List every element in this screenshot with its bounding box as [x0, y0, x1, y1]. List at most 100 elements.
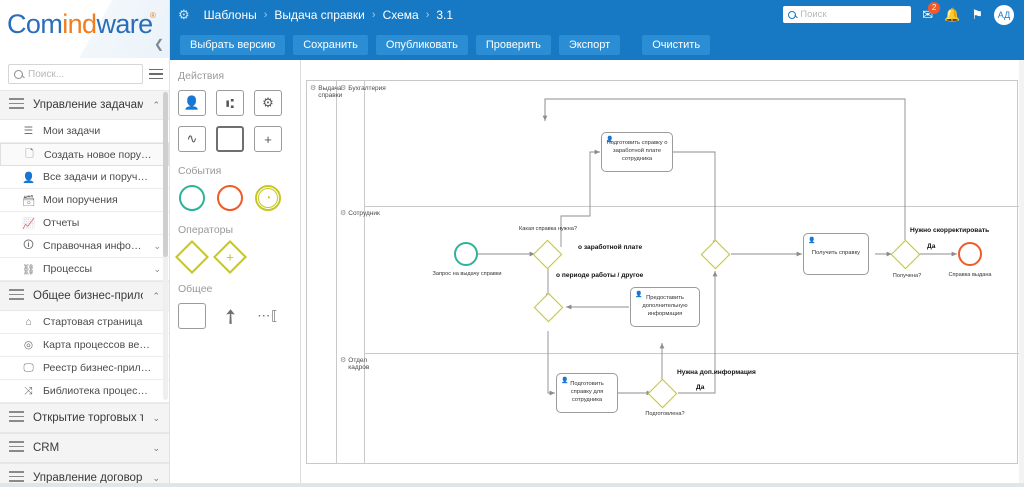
sidebar-group-label: Открытие торговых то... — [33, 412, 143, 424]
task-prepare-salary-certificate[interactable]: 👤 Подготовить справку о заработной плате… — [601, 132, 673, 172]
pool-header[interactable]: ⚙ Выдача справки — [307, 81, 337, 463]
sidebar-item-1-1[interactable]: ◎Карта процессов верхне... — [0, 334, 169, 357]
palette-row-general: ➚ ⋯⟦ — [178, 302, 300, 330]
lane-header-hr[interactable]: ⚙ Отдел кадров — [337, 353, 365, 463]
subprocess-icon[interactable] — [216, 125, 244, 153]
exclusive-gateway-icon[interactable] — [178, 243, 206, 271]
left-sidebar: Comindware ® ❮ Поиск... Управление задач… — [0, 0, 170, 487]
end-event[interactable] — [958, 242, 982, 266]
settings-gear-icon[interactable]: ⚙ — [178, 7, 190, 23]
start-event-icon[interactable] — [178, 184, 206, 212]
sidebar-item-0-0[interactable]: ☰Мои задачи — [0, 120, 169, 143]
sidebar-search-row: Поиск... — [0, 58, 169, 90]
chevron-icon: ⌃ — [152, 291, 160, 302]
flag-icon[interactable]: ⚑ — [971, 8, 983, 21]
breadcrumb-item-3[interactable]: 3.1 — [436, 8, 453, 22]
sidebar-item-1-0[interactable]: ⌂Стартовая страница — [0, 311, 169, 334]
task-receive-certificate[interactable]: 👤 Получить справку — [803, 233, 869, 275]
sidebar-item-label: Библиотека процессов — [43, 385, 153, 397]
breadcrumb-item-2[interactable]: Схема — [383, 8, 419, 22]
sidebar-item-label: Мои задачи — [43, 125, 153, 137]
sidebar-scrollbar-thumb[interactable] — [163, 92, 168, 257]
sidebar-item-0-5[interactable]: 🛈Справочная информа...⌄ — [0, 235, 169, 258]
task-prepare-certificate[interactable]: 👤 Подготовить справку для сотрудника — [556, 373, 618, 413]
sidebar-group-3[interactable]: CRM⌄ — [0, 433, 169, 463]
sidebar-item-1-2[interactable]: 🖵Реестр бизнес-приложе... — [0, 357, 169, 380]
chevron-icon: ⌄ — [152, 443, 160, 454]
breadcrumb-separator: › — [264, 9, 268, 21]
gateway-which-certificate[interactable] — [533, 240, 563, 270]
sidebar-group-1[interactable]: Общее бизнес-прило...⌃ — [0, 281, 169, 311]
action-button-очистить[interactable]: Очистить — [642, 35, 710, 55]
user-icon: 👤 — [808, 237, 815, 245]
page-bottom-scrollbar[interactable] — [0, 483, 1024, 487]
timer-event-icon[interactable] — [254, 184, 282, 212]
gateway-received[interactable] — [891, 240, 921, 270]
action-button-экспорт[interactable]: Экспорт — [559, 35, 620, 55]
bpmn-diagram[interactable]: ⚙ Выдача справки ⚙ Бухгалтерия ⚙ Сотрудн… — [306, 80, 1018, 464]
chevron-icon: ⌄ — [153, 241, 161, 252]
gateway-prepared-label: Подготовлена? — [637, 411, 693, 418]
arrow-icon[interactable]: ➚ — [216, 302, 244, 330]
action-button-опубликовать[interactable]: Опубликовать — [376, 35, 468, 55]
sidebar-nav: Управление задачами ...⌃☰Мои задачи🗋Созд… — [0, 90, 169, 487]
breadcrumb-separator: › — [372, 9, 376, 21]
sidebar-item-0-2[interactable]: 👤Все задачи и поручения ... — [0, 166, 169, 189]
lane-header-accounting[interactable]: ⚙ Бухгалтерия — [337, 81, 365, 206]
add-task-icon[interactable]: + — [254, 125, 282, 153]
lane-label: Бухгалтерия — [348, 85, 386, 92]
script-task-icon[interactable]: ⑆ — [216, 89, 244, 117]
gateway-received-label: Получена? — [879, 273, 935, 280]
gateway-prepared[interactable] — [648, 379, 678, 409]
task-label: Предоставить дополнительную информация — [634, 295, 696, 318]
parallel-gateway-icon[interactable] — [216, 243, 244, 271]
global-search-input[interactable]: Поиск — [783, 6, 911, 23]
gear-icon: ⚙ — [340, 85, 346, 93]
sidebar-menu-icon[interactable] — [149, 69, 163, 79]
task-provide-additional-info[interactable]: 👤 Предоставить дополнительную информация — [630, 287, 700, 327]
sidebar-item-1-3[interactable]: ⤨Библиотека процессов — [0, 380, 169, 403]
sidebar-item-0-6[interactable]: ⛓Процессы⌄ — [0, 258, 169, 281]
sidebar-item-label: Справочная информа... — [43, 240, 145, 252]
sidebar-item-label: Создать новое поручение — [44, 149, 152, 161]
brand-part-2: ind — [62, 9, 96, 39]
sidebar-item-0-1[interactable]: 🗋Создать новое поручение — [0, 143, 169, 166]
gear-icon: ⚙ — [310, 85, 316, 93]
sidebar-collapse-icon[interactable]: ❮ — [154, 38, 164, 50]
rectangle-icon[interactable] — [178, 302, 206, 330]
action-button-выбрать-версию[interactable]: Выбрать версию — [180, 35, 285, 55]
group-menu-icon — [9, 411, 24, 425]
mail-icon[interactable]: ✉2 — [922, 8, 933, 21]
diagram-canvas-area[interactable]: ⌖ ⚙ Выдача справки ⚙ Бухгалтерия ⚙ Сотру… — [301, 60, 1024, 487]
brand-logo[interactable]: Comindware ® ❮ — [0, 0, 169, 58]
chevron-icon: ⌃ — [152, 100, 160, 111]
sidebar-item-0-4[interactable]: 📈Отчеты — [0, 212, 169, 235]
breadcrumb-item-1[interactable]: Выдача справки — [274, 8, 364, 22]
lane-header-employee[interactable]: ⚙ Сотрудник — [337, 206, 365, 353]
sidebar-search-input[interactable]: Поиск... — [8, 64, 143, 84]
sidebar-group-0[interactable]: Управление задачами ...⌃ — [0, 90, 169, 120]
sidebar-item-label: Реестр бизнес-приложе... — [43, 362, 153, 374]
sidebar-item-0-3[interactable]: 🗃Мои поручения — [0, 189, 169, 212]
brand-part-1: Com — [7, 9, 62, 39]
action-button-проверить[interactable]: Проверить — [476, 35, 551, 55]
breadcrumb-item-0[interactable]: Шаблоны — [204, 8, 257, 22]
flow-label-correct: Нужно скорректировать — [910, 227, 989, 234]
bell-icon[interactable]: 🔔 — [944, 8, 960, 21]
canvas-vertical-scrollbar[interactable] — [1019, 60, 1024, 487]
avatar[interactable]: АД — [994, 5, 1014, 25]
service-task-icon[interactable]: ⚙ — [254, 89, 282, 117]
event-task-icon[interactable]: ∿ — [178, 125, 206, 153]
gateway-merge[interactable] — [701, 240, 731, 270]
flow-label-period: о периоде работы / другое — [556, 272, 643, 279]
action-button-сохранить[interactable]: Сохранить — [293, 35, 368, 55]
start-event[interactable] — [454, 242, 478, 266]
user-task-icon[interactable]: 👤 — [178, 89, 206, 117]
chart-icon: 📈 — [22, 217, 35, 230]
breadcrumb-separator: › — [426, 9, 430, 21]
sidebar-group-2[interactable]: Открытие торговых то...⌄ — [0, 403, 169, 433]
flow-label-yes-received: Да — [927, 243, 935, 250]
gateway-additional-info[interactable] — [534, 293, 564, 323]
dots-icon[interactable]: ⋯⟦ — [254, 302, 282, 330]
end-event-icon[interactable] — [216, 184, 244, 212]
